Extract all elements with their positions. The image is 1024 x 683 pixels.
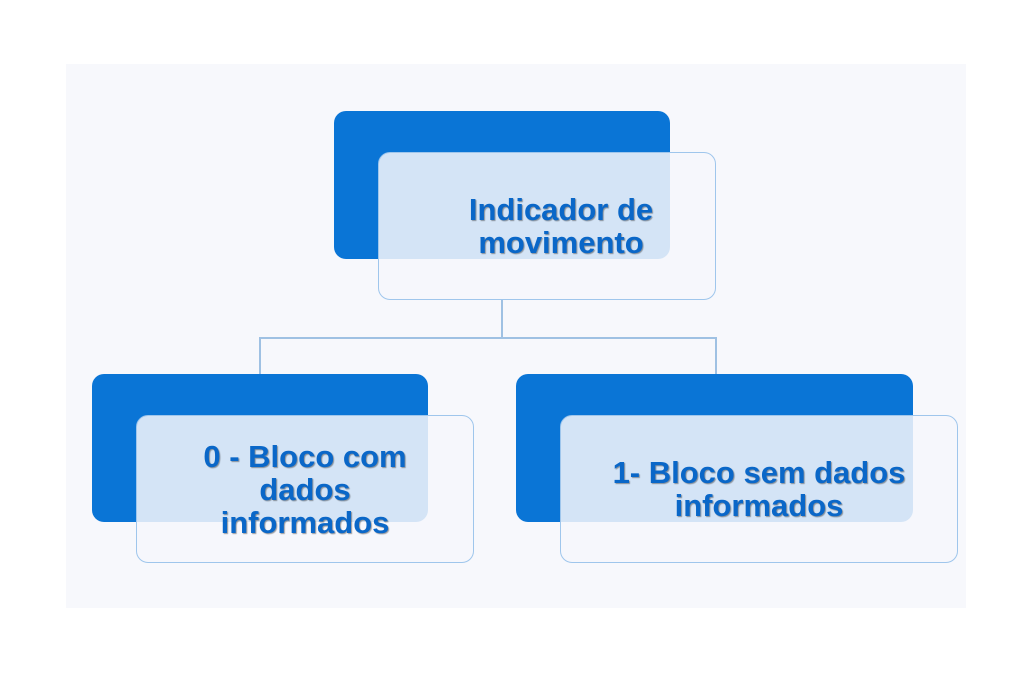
root-node: Indicador de movimento [378,152,716,300]
connector-right-drop [715,337,717,374]
child-node-1: 1- Bloco sem dados informados [560,415,958,563]
connector-root-trunk [501,300,503,338]
child-node-0-label: 0 - Bloco com dados informados [203,438,407,540]
child-node-0: 0 - Bloco com dados informados [136,415,474,563]
connector-horizontal-bar [259,337,717,339]
child-node-1-label: 1- Bloco sem dados informados [612,455,906,523]
connector-left-drop [259,337,261,374]
root-node-label: Indicador de movimento [468,192,654,260]
